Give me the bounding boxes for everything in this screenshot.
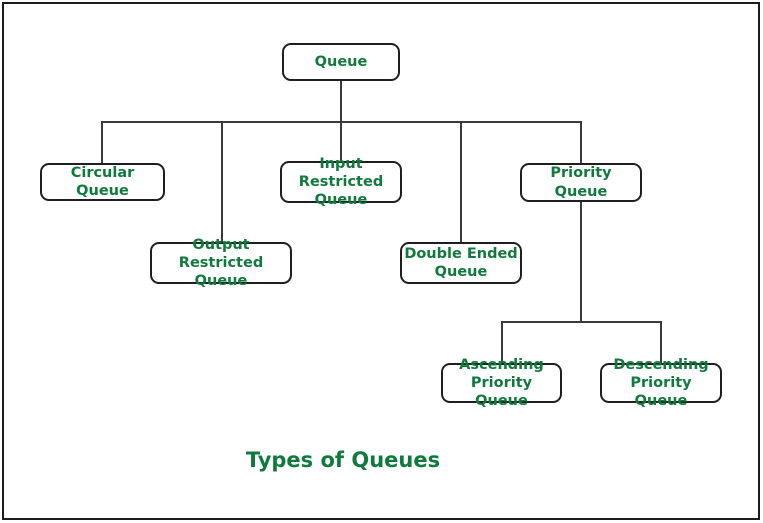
node-ascending-priority-queue: Ascending Priority Queue: [441, 357, 562, 409]
node-input-restricted-queue: Input Restricted Queue: [280, 156, 402, 208]
node-double-ended-queue: Double Ended Queue: [400, 242, 522, 284]
node-output-restricted-queue: Output Restricted Queue: [150, 237, 292, 289]
edge-to-input-restricted: [340, 121, 342, 162]
edge-to-output-restricted: [221, 121, 223, 243]
node-circular-queue: Circular Queue: [40, 163, 165, 201]
node-priority-queue: Priority Queue: [520, 163, 642, 202]
edge-to-circular-queue: [101, 121, 103, 164]
node-queue: Queue: [282, 43, 400, 81]
edge-to-priority-queue: [580, 121, 582, 164]
edge-priority-down: [580, 202, 582, 323]
node-descending-priority-queue: Descending Priority Queue: [600, 357, 722, 409]
edge-to-ascending-priority: [501, 321, 503, 364]
edge-to-descending-priority: [660, 321, 662, 364]
edge-queue-down: [340, 81, 342, 122]
edge-level2-horizontal: [501, 321, 662, 323]
diagram-title: Types of Queues: [245, 448, 441, 472]
edge-to-double-ended: [460, 121, 462, 243]
